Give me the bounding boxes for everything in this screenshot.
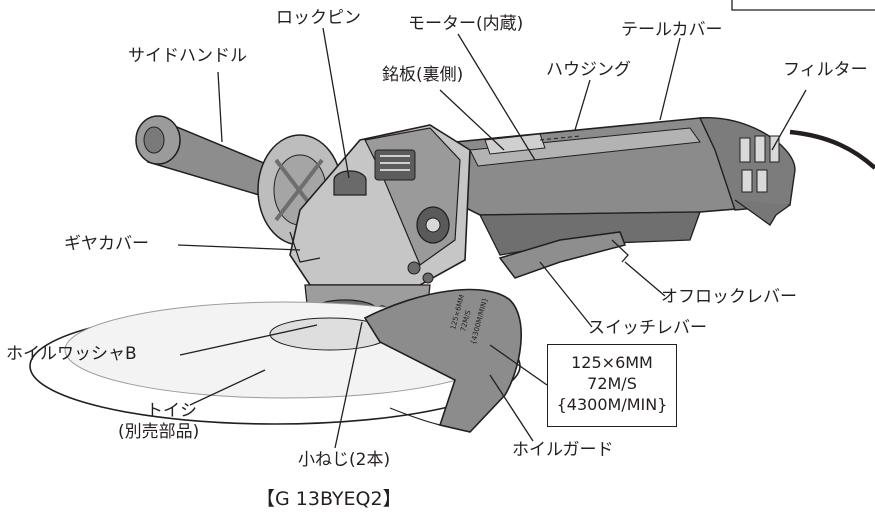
leader-switch-lever — [539, 261, 593, 328]
label-wheel-line1: トイシ — [146, 401, 197, 421]
spec-line2: 72M/S — [587, 374, 637, 393]
leader-gear-cover — [177, 244, 301, 251]
label-wheel-guard: ホイルガード — [512, 440, 614, 460]
label-wheel-line2: (別売部品) — [118, 422, 200, 442]
leader-small-screw — [334, 321, 363, 449]
wheel-guard-shape: 125×6MM 72M/S {4300M/MIN} — [363, 288, 522, 433]
leader-nameplate — [439, 89, 505, 151]
leader-filter — [771, 89, 807, 151]
leader-side-handle — [217, 71, 223, 143]
leader-motor — [457, 33, 536, 161]
leader-spec-box — [489, 344, 548, 386]
leader-wheel — [189, 369, 266, 406]
spec-line1: 125×6MM — [571, 353, 653, 372]
leader-lock-pin — [322, 27, 350, 179]
model-label: 【G 13BYEQ2】 — [256, 488, 402, 510]
label-gear-cover: ギヤカバー — [64, 234, 149, 254]
power-cord — [789, 129, 875, 170]
spec-box: 125×6MM 72M/S {4300M/MIN} — [547, 344, 677, 427]
label-side-handle: サイドハンドル — [128, 46, 247, 66]
label-off-lock-lever: オフロックレバー — [661, 287, 797, 307]
label-lock-pin: ロックピン — [276, 8, 361, 28]
leader-lines — [177, 27, 807, 449]
label-wheel-washer: ホイルワッシャB — [6, 344, 137, 364]
label-filter: フィルター — [783, 60, 868, 80]
leader-off-lock-lever — [624, 261, 666, 297]
spec-line3: {4300M/MIN} — [556, 395, 668, 414]
label-housing: ハウジング — [546, 60, 631, 80]
motor-housing — [449, 117, 796, 256]
label-tail-cover: テールカバー — [621, 20, 723, 40]
label-switch-lever: スイッチレバー — [588, 318, 707, 338]
frame-corner — [731, 0, 875, 11]
leader-wheel-guard — [489, 374, 534, 442]
switch-lever-shape — [498, 231, 627, 279]
leader-housing — [574, 79, 591, 131]
leader-wheel-washer — [179, 324, 318, 356]
label-nameplate: 銘板(裏側) — [382, 65, 464, 85]
leader-tail-cover — [659, 37, 681, 121]
gear-head — [289, 124, 471, 286]
label-small-screw: 小ねじ(2本) — [298, 450, 391, 470]
side-handle — [135, 115, 343, 246]
label-motor: モーター(内蔵) — [408, 14, 524, 34]
off-lock-lever-shape — [611, 239, 629, 263]
